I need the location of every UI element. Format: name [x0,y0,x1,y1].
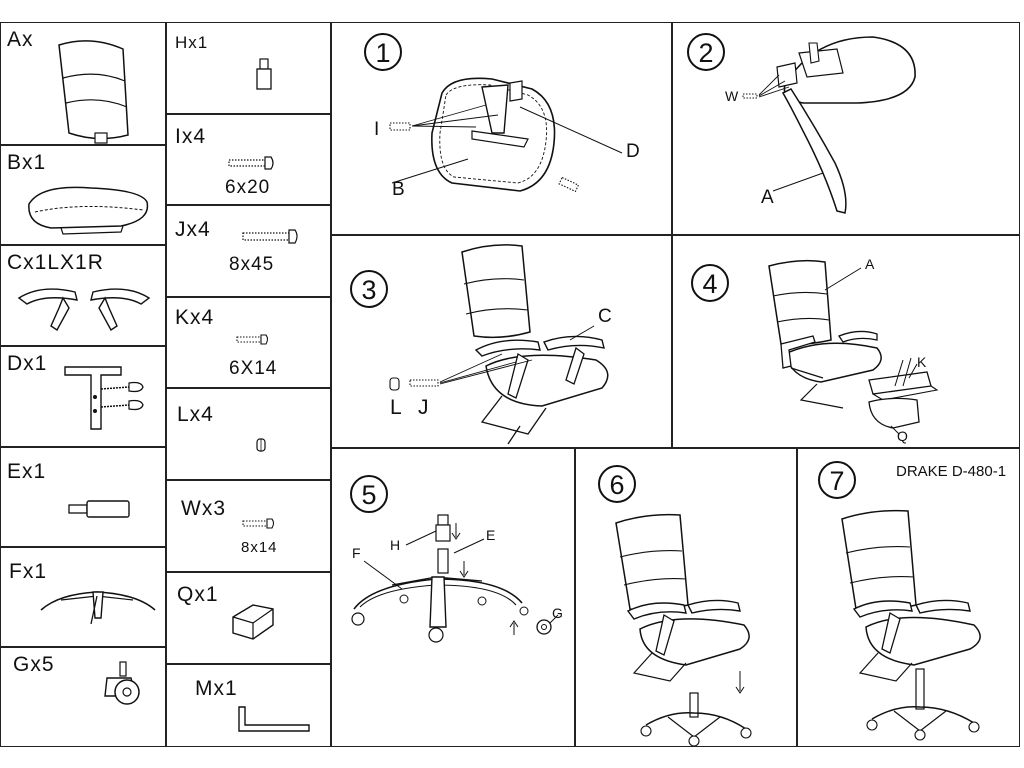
part-cell-e: Ex1 [0,447,166,547]
bolt-w-illustration [242,518,275,529]
part-cell-b: Bx1 [0,145,166,245]
part-label-f: Fx1 [9,560,48,583]
caster-illustration [104,661,140,705]
hardware-cell-i: Ix4 6x20 [166,114,331,205]
step-2-number: 2 [687,33,725,71]
step-3-callout-l: L [390,396,402,419]
step-1-callout-b: B [392,179,405,200]
step-4-number: 4 [691,264,729,302]
part-cell-f: Fx1 [0,547,166,647]
step-1-number: 1 [364,33,402,71]
step-2-diagram [742,36,916,214]
part-cell-g: Gx5 [0,647,166,747]
part-label-a: Ax [7,28,34,51]
hardware-cell-h: Hx1 [166,22,331,114]
part-cell-d: Dx1 [0,346,166,447]
step-7-number: 7 [818,461,856,499]
step-3-panel: 3 C L J [331,235,672,448]
step-3-number: 3 [350,270,388,308]
step-4-callout-k: K [917,354,927,370]
part-label-g: Gx5 [13,653,55,676]
hardware-label-q: Qx1 [177,583,219,606]
step-6-panel: 6 [575,448,797,747]
hardware-cell-m: Mx1 [166,664,331,747]
hardware-label-m: Mx1 [195,677,238,700]
step-1-diagram [389,77,623,193]
step-7-diagram [841,509,981,741]
hardware-label-i: Ix4 [175,125,207,148]
backrest-illustration [58,40,129,144]
bolt-j-illustration [242,229,298,244]
seat-illustration [28,186,149,235]
part-cell-a: Ax [0,22,166,145]
step-5-callout-f: F [352,545,361,561]
step-3-diagram [389,244,609,445]
step-5-panel: 5 H E F G [331,448,575,747]
bolt-k-illustration [236,334,269,345]
part-label-b: Bx1 [7,151,47,174]
step-4-callout-q: Q [897,428,908,444]
hardware-cell-k: Kx4 6X14 [166,297,331,388]
hardware-label-k: Kx4 [175,306,215,329]
part-label-d: Dx1 [7,352,48,375]
gas-lift-illustration [68,500,130,518]
part-label-c: Cx1LX1R [7,251,104,274]
step-2-callout-w: W [725,88,739,104]
footrest-pad-q-illustration [232,604,274,640]
hardware-cell-j: Jx4 8x45 [166,205,331,297]
part-cell-c: Cx1LX1R [0,245,166,346]
step-5-callout-h: H [390,537,401,553]
step-5-callout-g: G [552,605,563,621]
hardware-label-j: Jx4 [175,218,211,241]
hardware-size-j: 8x45 [229,254,275,275]
step-1-panel: 1 I D B [331,22,672,235]
part-label-e: Ex1 [7,460,47,483]
step-6-diagram [615,513,752,747]
step-5-diagram [351,514,559,643]
armrest-illustration [17,288,151,332]
hardware-size-w: 8x14 [241,539,278,556]
allen-key-m-illustration [238,706,310,732]
step-2-panel: 2 W A [672,22,1020,235]
hardware-size-k: 6X14 [229,358,278,379]
step-4-diagram [768,259,939,435]
hardware-size-i: 6x20 [225,177,271,198]
cap-l-illustration [256,438,266,452]
step-1-callout-i: I [374,119,380,140]
step-1-callout-d: D [626,141,640,162]
hardware-label-w: Wx3 [181,497,226,520]
hardware-cell-w: Wx3 8x14 [166,480,331,572]
base-illustration [40,591,156,625]
step-3-callout-j: J [418,396,429,419]
bolt-i-illustration [228,156,274,170]
model-name: DRAKE D-480-1 [896,463,1007,480]
step-4-callout-a: A [865,256,875,272]
step-3-callout-c: C [598,306,612,327]
hardware-label-l: Lx4 [177,403,214,426]
step-7-panel: 7 DRAKE D-480-1 [797,448,1020,747]
mechanism-illustration [64,366,144,430]
connector-h-illustration [256,58,272,90]
step-2-callout-a: A [761,187,774,208]
hardware-cell-l: Lx4 [166,388,331,480]
hardware-cell-q: Qx1 [166,572,331,664]
step-6-number: 6 [598,465,636,503]
step-5-callout-e: E [486,527,496,543]
step-5-number: 5 [350,475,388,513]
hardware-label-h: Hx1 [175,33,209,52]
step-4-panel: 4 A K Q [672,235,1020,448]
